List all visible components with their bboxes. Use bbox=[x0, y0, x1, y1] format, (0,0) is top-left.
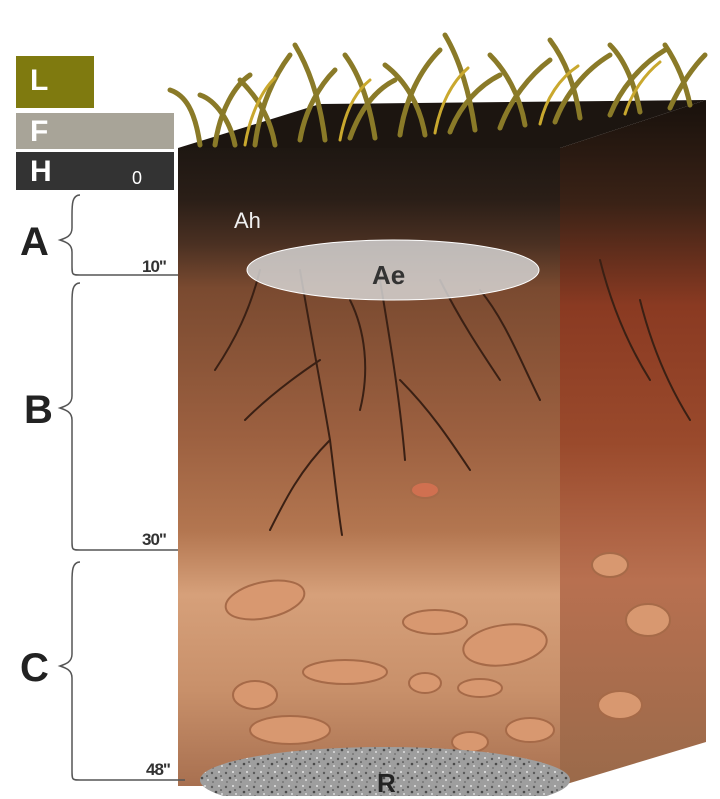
legend-h-value: 0 bbox=[132, 168, 142, 189]
depth-10-label: 10" bbox=[142, 257, 166, 277]
bracket-b bbox=[60, 283, 178, 550]
legend-h-letter: H bbox=[30, 157, 52, 187]
horizon-a-label: A bbox=[20, 222, 49, 262]
legend-h-box: H 0 bbox=[16, 152, 174, 190]
legend-l-letter: L bbox=[30, 66, 48, 96]
horizon-brackets bbox=[60, 195, 185, 780]
ah-label: Ah bbox=[234, 208, 261, 234]
legend-f-letter: F bbox=[30, 117, 48, 147]
legend-l-box: L bbox=[16, 56, 94, 108]
bracket-c bbox=[60, 562, 185, 780]
legend-f-box: F bbox=[16, 113, 174, 149]
depth-30-label: 30" bbox=[142, 530, 166, 550]
depth-48-label: 48" bbox=[146, 760, 170, 780]
ae-label: Ae bbox=[372, 260, 405, 291]
soil-side-face bbox=[560, 100, 706, 786]
bedrock-label: R bbox=[377, 768, 396, 799]
horizon-c-label: C bbox=[20, 648, 49, 688]
horizon-b-label: B bbox=[24, 390, 53, 430]
